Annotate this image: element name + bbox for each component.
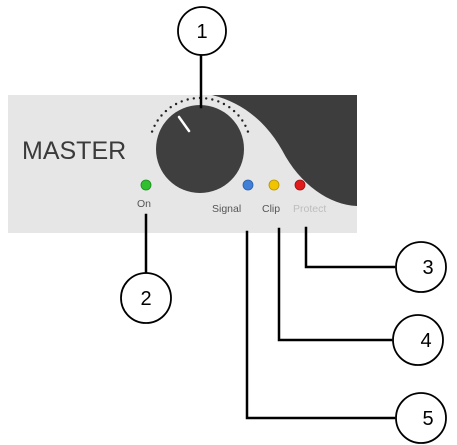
knob-scale-dot [237,114,240,117]
callout-circle [395,392,447,444]
leader-line-3 [304,226,396,269]
on-led [140,179,152,191]
callout-number: 4 [420,330,431,352]
callout-leader-lines [144,54,396,420]
knob-scale-dot [241,119,244,122]
callout-5: 5 [395,392,447,444]
knob-scale-dot [164,109,168,113]
knob-scale-dot [150,130,154,133]
knob-scale-dot [153,124,156,128]
knob-scale-dot [192,97,195,100]
knob-scale-dot [160,114,163,117]
callout-number: 1 [196,21,207,43]
callout-circle [177,6,227,56]
callout-circle [392,314,444,366]
knob-scale-dot [246,130,250,133]
protect-led [294,179,306,191]
knob-scale-dot [217,100,220,103]
knob-scale-dot [156,119,159,122]
protect-led-label: Protect [293,203,326,215]
callout-circle [120,272,172,324]
knob-scale-dots [150,96,250,133]
clip-led [268,179,280,191]
signal-led-label: Signal [212,203,241,215]
knob-scale-dot [205,97,208,100]
knob-scale-dot [180,100,183,103]
leader-line-4 [277,227,393,342]
master-knob-pointer [177,115,191,133]
leader-line-5 [245,230,396,420]
clip-led-label: Clip [262,203,280,215]
knob-scale-dot [174,102,178,106]
callout-3: 3 [395,241,447,293]
master-knob[interactable] [156,105,244,193]
callout-number: 3 [422,257,433,279]
master-knob-body[interactable] [156,105,244,193]
knob-scale-dot [169,106,172,109]
callout-circle [395,241,447,293]
panel-dark-swoosh [212,95,357,206]
knob-scale-dot [211,98,214,101]
knob-scale-dot [244,124,247,128]
signal-led [242,179,254,191]
callout-number: 5 [422,408,433,430]
knob-scale-dot [222,102,226,106]
callout-4: 4 [392,314,444,366]
panel-title: MASTER [22,137,126,165]
callout-number: 2 [140,288,151,310]
on-led-label: On [137,198,151,210]
knob-scale-dot [228,106,231,109]
callout-2: 2 [120,272,172,324]
callout-1: 1 [177,6,227,56]
knob-scale-dot [232,109,236,113]
knob-scale-dot [186,98,189,101]
